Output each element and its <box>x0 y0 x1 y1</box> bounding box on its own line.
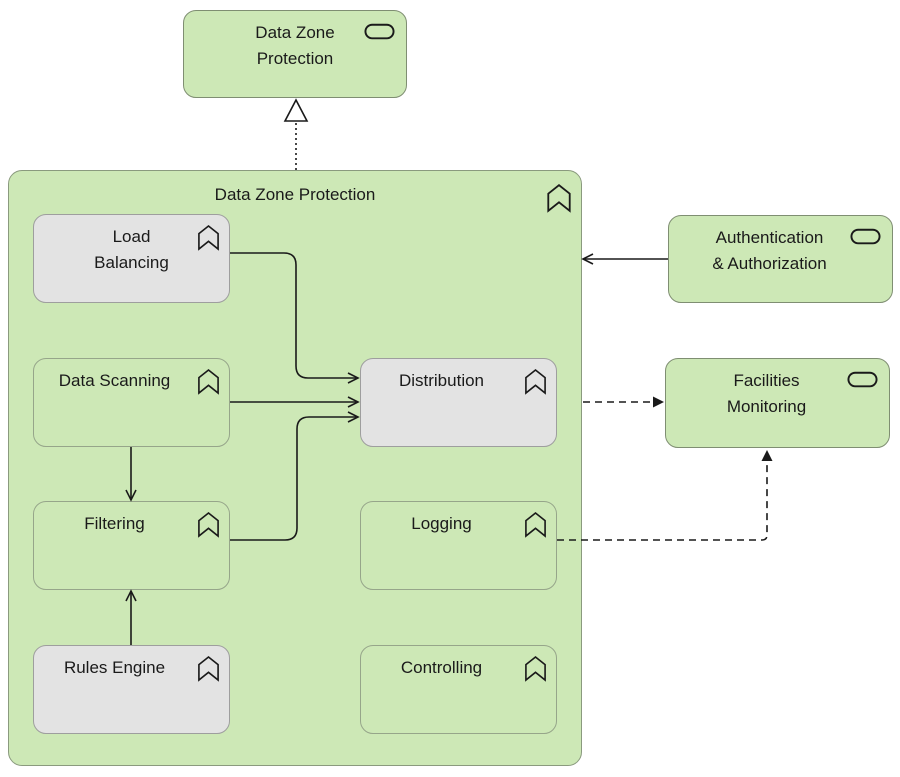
container-title: Data Zone Protection <box>214 185 376 204</box>
application-function-icon <box>547 183 571 213</box>
application-function-icon <box>525 368 546 395</box>
application-service-icon <box>364 23 395 40</box>
node-label: Logging <box>411 514 472 533</box>
node-label: Filtering <box>84 514 145 533</box>
application-service-icon <box>847 371 878 388</box>
node-label: Distribution <box>398 371 485 390</box>
application-function-icon <box>198 224 219 251</box>
node-label: Facilities Monitoring <box>726 371 807 417</box>
node-load-balancing[interactable]: Load Balancing <box>33 214 230 303</box>
node-filtering[interactable]: Filtering <box>33 501 230 590</box>
application-function-icon <box>198 511 219 538</box>
node-rules-engine[interactable]: Rules Engine <box>33 645 230 734</box>
node-label: Data Zone Protection <box>255 23 335 69</box>
node-label: Authentication & Authorization <box>712 228 827 274</box>
node-logging[interactable]: Logging <box>360 501 557 590</box>
node-distribution[interactable]: Distribution <box>360 358 557 447</box>
application-function-icon <box>198 655 219 682</box>
node-label: Controlling <box>400 658 483 677</box>
node-facilities-monitoring[interactable]: Facilities Monitoring <box>665 358 890 448</box>
node-label: Load Balancing <box>94 227 169 273</box>
application-function-icon <box>198 368 219 395</box>
node-controlling[interactable]: Controlling <box>360 645 557 734</box>
node-authentication-authorization[interactable]: Authentication & Authorization <box>668 215 893 303</box>
realization-hollow-triangle <box>283 98 309 122</box>
node-data-zone-protection-service[interactable]: Data Zone Protection <box>183 10 407 98</box>
application-function-icon <box>525 655 546 682</box>
node-label: Rules Engine <box>63 658 166 677</box>
node-data-scanning[interactable]: Data Scanning <box>33 358 230 447</box>
application-service-icon <box>850 228 881 245</box>
application-function-icon <box>525 511 546 538</box>
node-label: Data Scanning <box>58 371 171 390</box>
dashed-arrow-logging-to-facilities <box>557 450 773 541</box>
